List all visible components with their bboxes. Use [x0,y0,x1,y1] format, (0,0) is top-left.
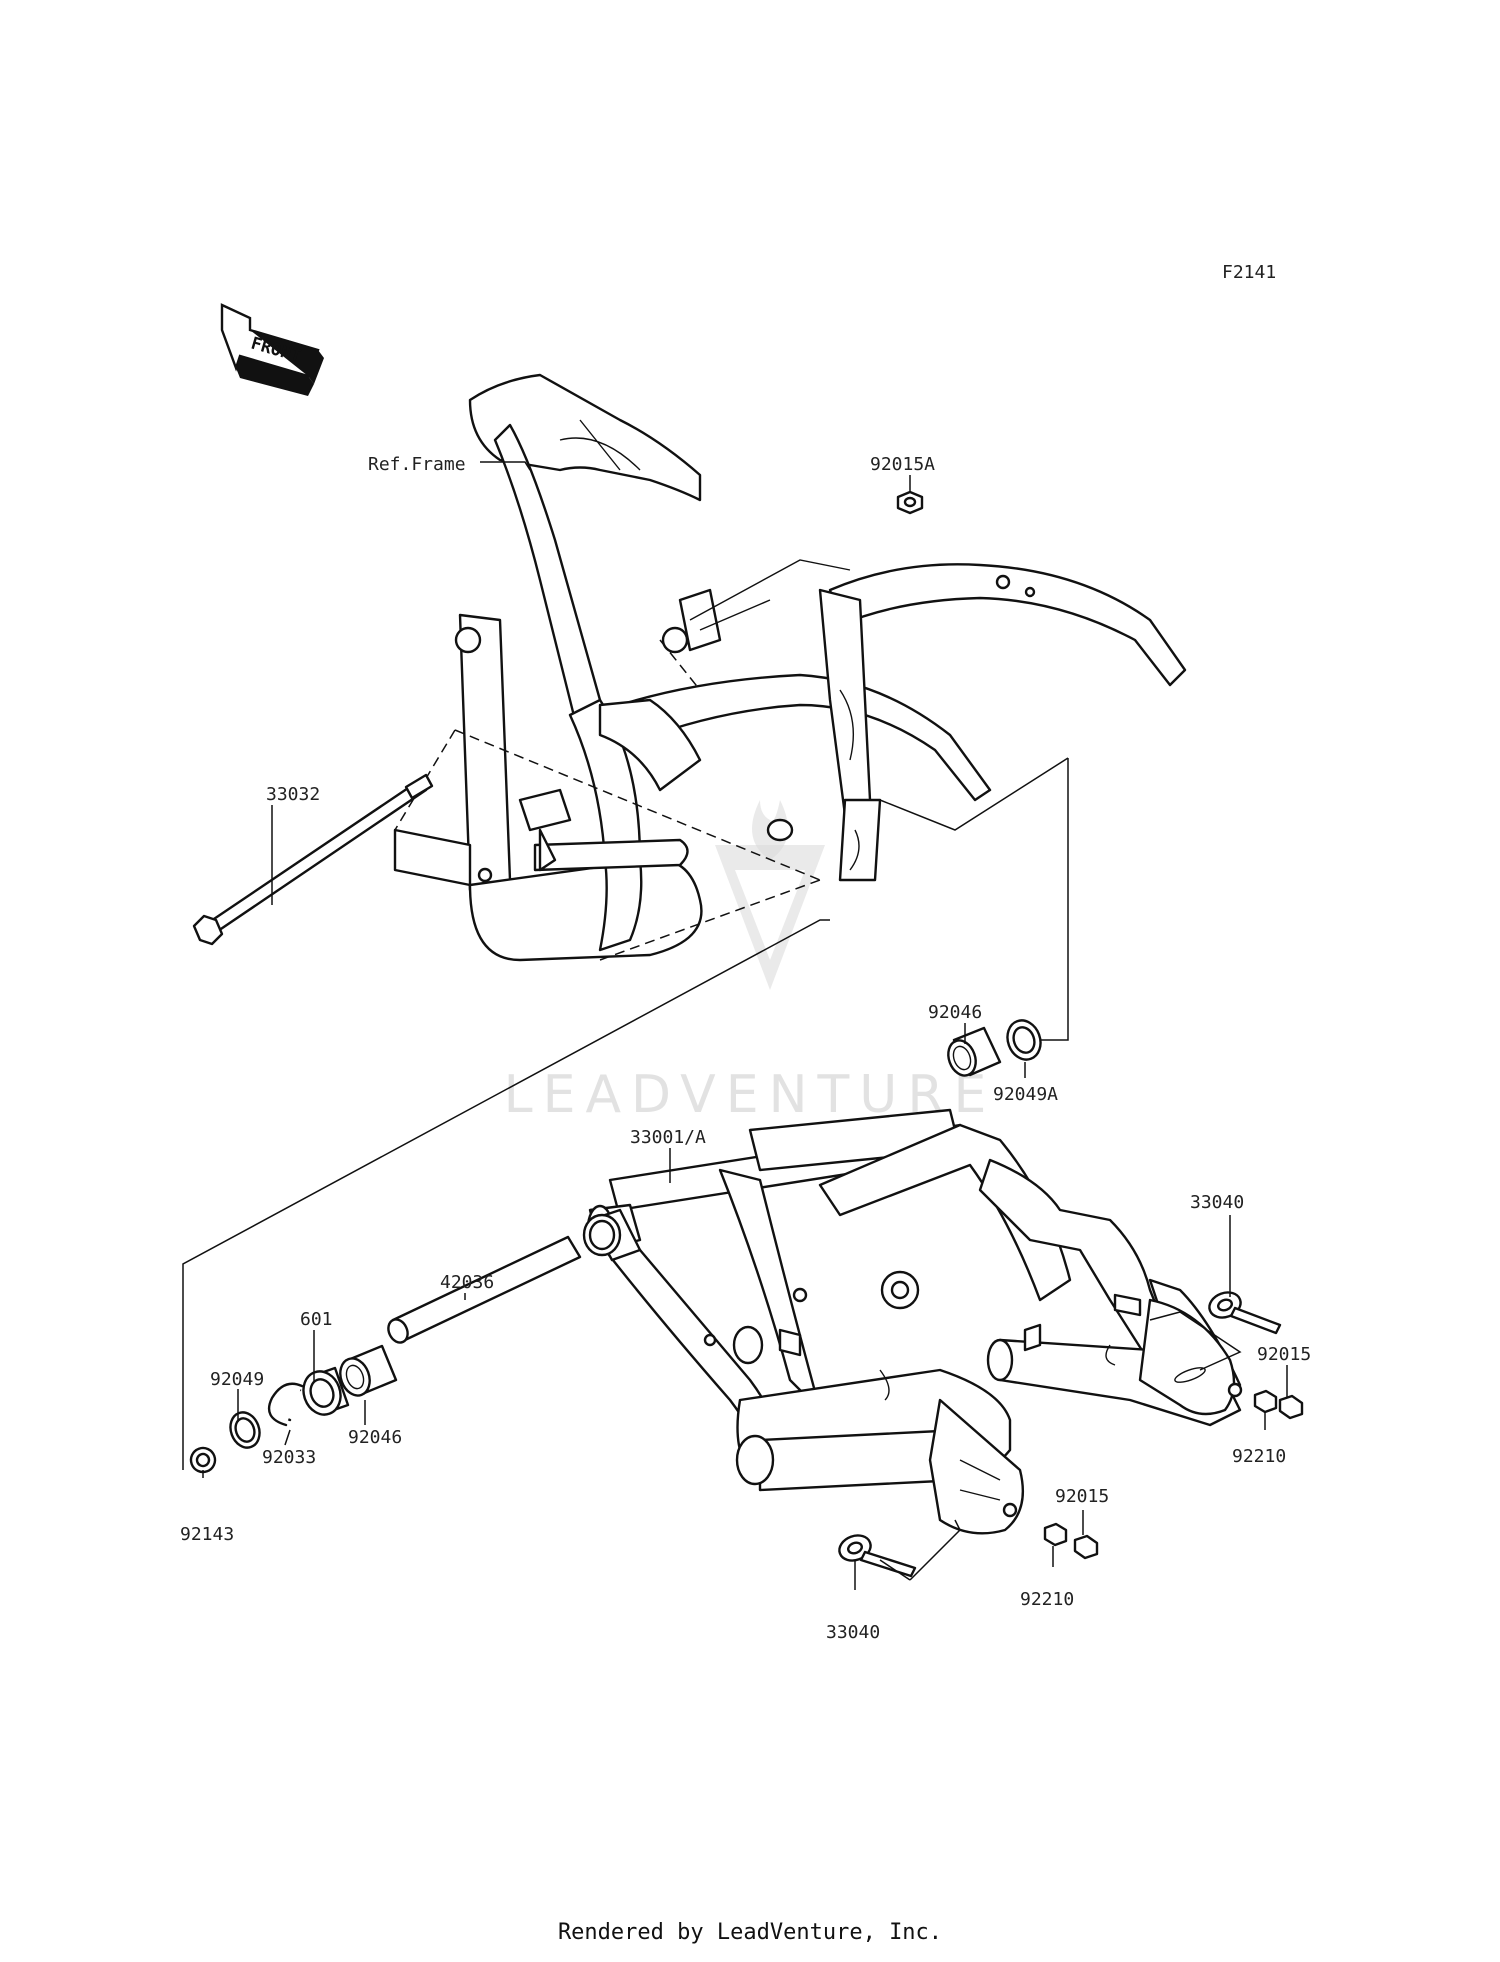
label-92015A: 92015A [870,454,935,475]
diagram-code: F2141 [1222,262,1276,283]
label-ref-frame: Ref.Frame [368,454,466,475]
label-601: 601 [300,1309,333,1330]
label-92046-upper: 92046 [928,1002,982,1023]
label-42036: 42036 [440,1272,494,1293]
nut-92210-low [1043,1522,1068,1547]
seal-92049A [1006,1019,1042,1061]
label-33032: 33032 [266,784,320,805]
label-92015-right: 92015 [1257,1344,1311,1365]
part-labels: F2141 Ref.Frame 92015A 33032 92046 92049… [180,262,1311,1643]
leader-lines [182,461,1288,1590]
label-33001A: 33001/A [630,1127,706,1148]
label-92143: 92143 [180,1524,234,1545]
seal-92049 [229,1411,261,1449]
needle-bearing-92046-lower [339,1344,398,1397]
pivot-shaft-33032 [192,773,434,946]
frame-ref-bracket [879,757,1069,1041]
nut-92015-low [1073,1534,1099,1560]
frame [393,373,1187,962]
collar-92143 [189,1446,217,1474]
label-92033: 92033 [262,1447,316,1468]
nut-92015A [896,490,924,515]
swingarm [586,1108,1243,1535]
nut-92210-right [1253,1389,1278,1414]
label-92046-lower: 92046 [348,1427,402,1448]
label-33040-right: 33040 [1190,1192,1244,1213]
circlip-92033 [267,1382,304,1427]
label-92015-low: 92015 [1055,1486,1109,1507]
nut-92015-right [1278,1394,1304,1420]
label-92049A: 92049A [993,1084,1058,1105]
collar-42036 [387,1235,582,1344]
label-92210-right: 92210 [1232,1446,1286,1467]
pivot-cylinder [582,1208,642,1262]
ball-bearing-601 [302,1366,350,1416]
front-arrow-icon: FRONT [220,303,324,396]
label-92049: 92049 [210,1369,264,1390]
chain-adjuster-33040-right [1208,1291,1282,1335]
label-33040-low: 33040 [826,1622,880,1643]
chain-adjuster-33040-low [838,1534,917,1578]
label-92210-low: 92210 [1020,1589,1074,1610]
footer-credit: Rendered by LeadVenture, Inc. [557,1920,943,1945]
